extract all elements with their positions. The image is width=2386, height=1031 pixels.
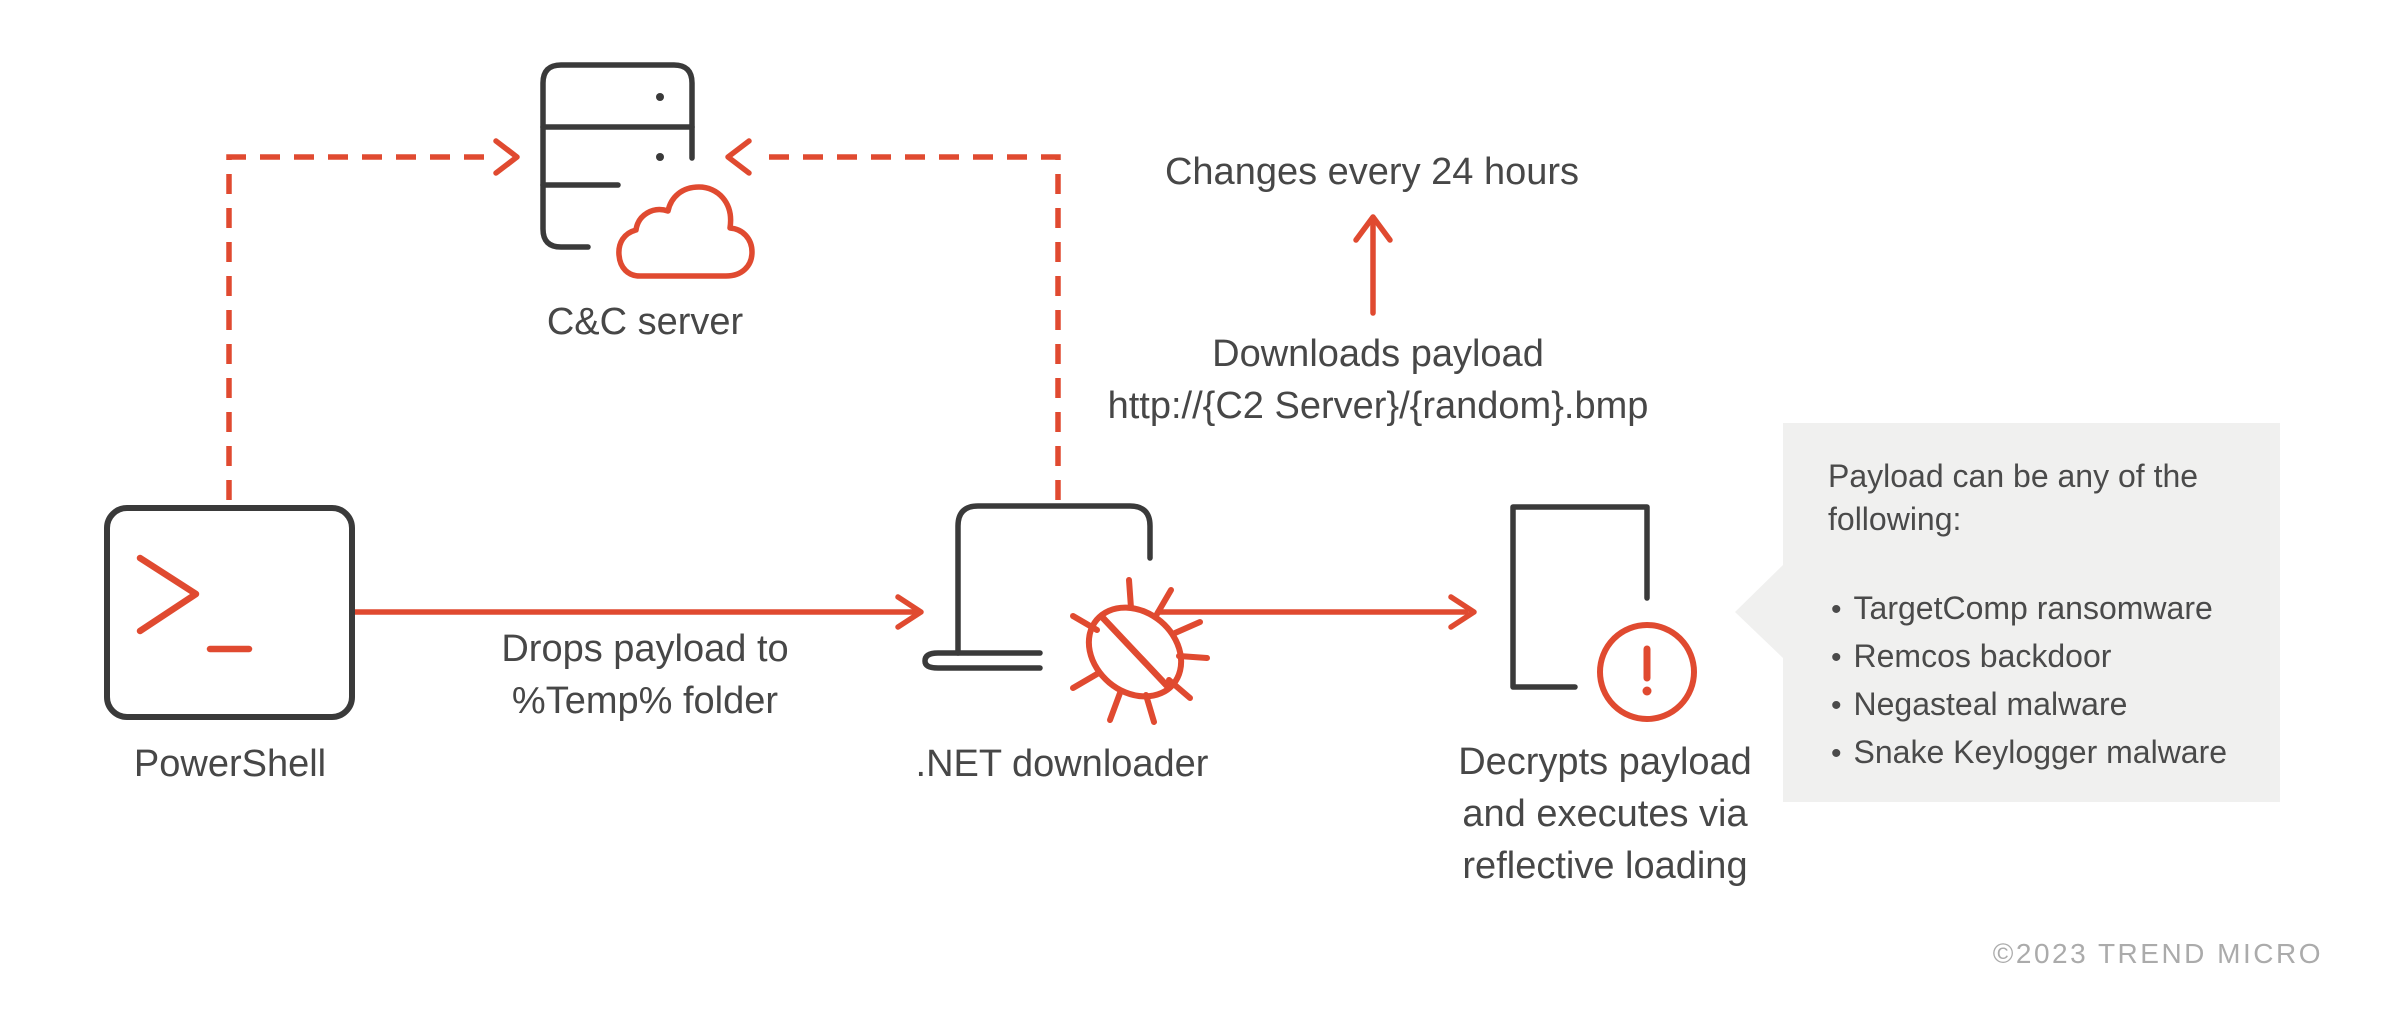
arrow-powershell-to-downloader — [351, 594, 924, 630]
cnc-server-label: C&C server — [546, 301, 744, 343]
drops-payload-annotation: Drops payload to %Temp% folder — [501, 628, 789, 722]
bullet-dot: • — [1831, 737, 1842, 770]
callout-item-label: Negasteal malware — [1853, 686, 2128, 722]
downloads-payload-annotation: Downloads payload http://{C2 Server}/{ra… — [1107, 333, 1649, 427]
copyright-text: ©2023 TREND MICRO — [1992, 938, 2323, 969]
decrypts-payload-label: Decrypts payload and executes via reflec… — [1458, 741, 1752, 887]
laptop-icon — [922, 503, 1153, 671]
arrow-downloads-to-changes — [1353, 214, 1393, 316]
bullet-dot: • — [1831, 689, 1842, 722]
callout-bubble — [1735, 423, 2280, 802]
callout-item-label: Remcos backdoor — [1853, 638, 2112, 674]
callout-item: • TargetComp ransomware — [1831, 585, 2227, 633]
arrow-downloader-to-payload — [1155, 594, 1477, 630]
callout-item: • Negasteal malware — [1831, 681, 2227, 729]
server-icon — [540, 62, 695, 250]
alert-icon — [1597, 622, 1697, 722]
callout-list: • TargetComp ransomware • Remcos backdoo… — [1831, 585, 2227, 777]
callout-item: • Snake Keylogger malware — [1831, 729, 2227, 777]
powershell-label: PowerShell — [133, 743, 327, 785]
bullet-dot: • — [1831, 593, 1842, 626]
changes-every-24-hours-annotation: Changes every 24 hours — [1164, 151, 1580, 193]
payload-file-icon — [1510, 504, 1650, 690]
powershell-terminal-icon — [104, 505, 355, 720]
dotnet-downloader-label: .NET downloader — [915, 743, 1209, 785]
dashed-arrow-powershell-to-cnc — [226, 138, 520, 500]
cloud-icon — [616, 184, 755, 279]
malware-bug-icon — [1070, 577, 1210, 725]
callout-item: • Remcos backdoor — [1831, 633, 2227, 681]
callout-item-label: Snake Keylogger malware — [1853, 734, 2228, 770]
dashed-arrow-downloader-to-cnc — [725, 138, 1061, 500]
bullet-dot: • — [1831, 641, 1842, 674]
callout-heading: Payload can be any of the following: — [1828, 458, 2199, 537]
callout-item-label: TargetComp ransomware — [1853, 590, 2213, 626]
